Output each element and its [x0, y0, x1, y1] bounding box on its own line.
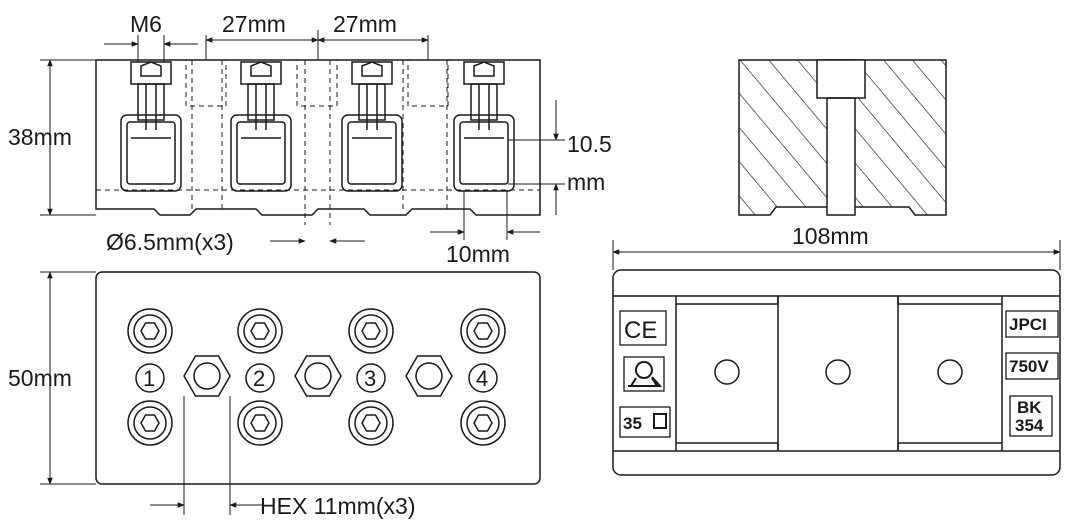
- front-terminal-2: [230, 61, 292, 192]
- pitch-right-label: 27mm: [333, 11, 397, 37]
- front-view: [40, 30, 565, 244]
- dim-10-5-unit-label: mm: [567, 169, 605, 195]
- front-dimensions: [40, 30, 565, 244]
- length-label: 108mm: [792, 223, 869, 249]
- section-counterbore: [816, 59, 866, 99]
- number-circles: [135, 363, 498, 393]
- brand-mark: JPCI: [1009, 315, 1047, 334]
- model-mark-line2: 354: [1015, 416, 1044, 435]
- cert-mark-icon: [628, 361, 663, 387]
- height-front-label: 38mm: [8, 124, 72, 150]
- label-body-outline: [612, 269, 1061, 476]
- cert-mark-box: [623, 356, 665, 392]
- label-hole-3: [937, 359, 963, 385]
- top-screws: [127, 308, 506, 446]
- label-view: [612, 240, 1061, 476]
- terminal-number-4: 4: [476, 366, 488, 391]
- model-mark-line1: BK: [1017, 398, 1042, 417]
- length-dimension: [612, 240, 1061, 270]
- m6-label: M6: [130, 11, 162, 37]
- size-mark: 35: [623, 414, 642, 433]
- front-terminal-4: [453, 61, 515, 192]
- top-body-outline: [95, 271, 541, 485]
- brand-box: [1005, 310, 1059, 338]
- dim-10-5-label: 10.5: [567, 131, 612, 157]
- front-terminal-1: [120, 61, 182, 192]
- pad-right-bottom: [897, 442, 1003, 451]
- top-dimensions: [40, 271, 262, 515]
- front-terminal-3: [341, 61, 403, 192]
- top-hex-holes: [183, 355, 453, 397]
- size-box: [619, 406, 671, 438]
- height-top-label: 50mm: [8, 365, 72, 391]
- hole-dia-label: Ø6.5mm(x3): [106, 229, 234, 255]
- voltage-mark: 750V: [1009, 357, 1049, 376]
- front-body-outline: [95, 59, 541, 216]
- pad-left-bottom: [675, 442, 779, 451]
- voltage-box: [1005, 352, 1059, 380]
- top-view: [40, 271, 541, 515]
- label-hole-1: [714, 359, 740, 385]
- model-box: [1009, 395, 1053, 437]
- terminal-number-1: 1: [143, 366, 155, 391]
- side-section-view: [738, 59, 947, 216]
- hex-label: HEX 11mm(x3): [260, 493, 416, 519]
- ce-mark-box: [619, 310, 667, 346]
- terminal-number-2: 2: [253, 366, 265, 391]
- pad-right-top: [897, 296, 1003, 305]
- square-icon: [653, 413, 667, 429]
- pitch-left-label: 27mm: [222, 11, 286, 37]
- pad-left-top: [675, 296, 779, 305]
- label-hole-2: [825, 359, 851, 385]
- dim-10mm-label: 10mm: [446, 241, 510, 267]
- terminal-number-3: 3: [364, 366, 376, 391]
- ce-mark: CE: [624, 317, 657, 344]
